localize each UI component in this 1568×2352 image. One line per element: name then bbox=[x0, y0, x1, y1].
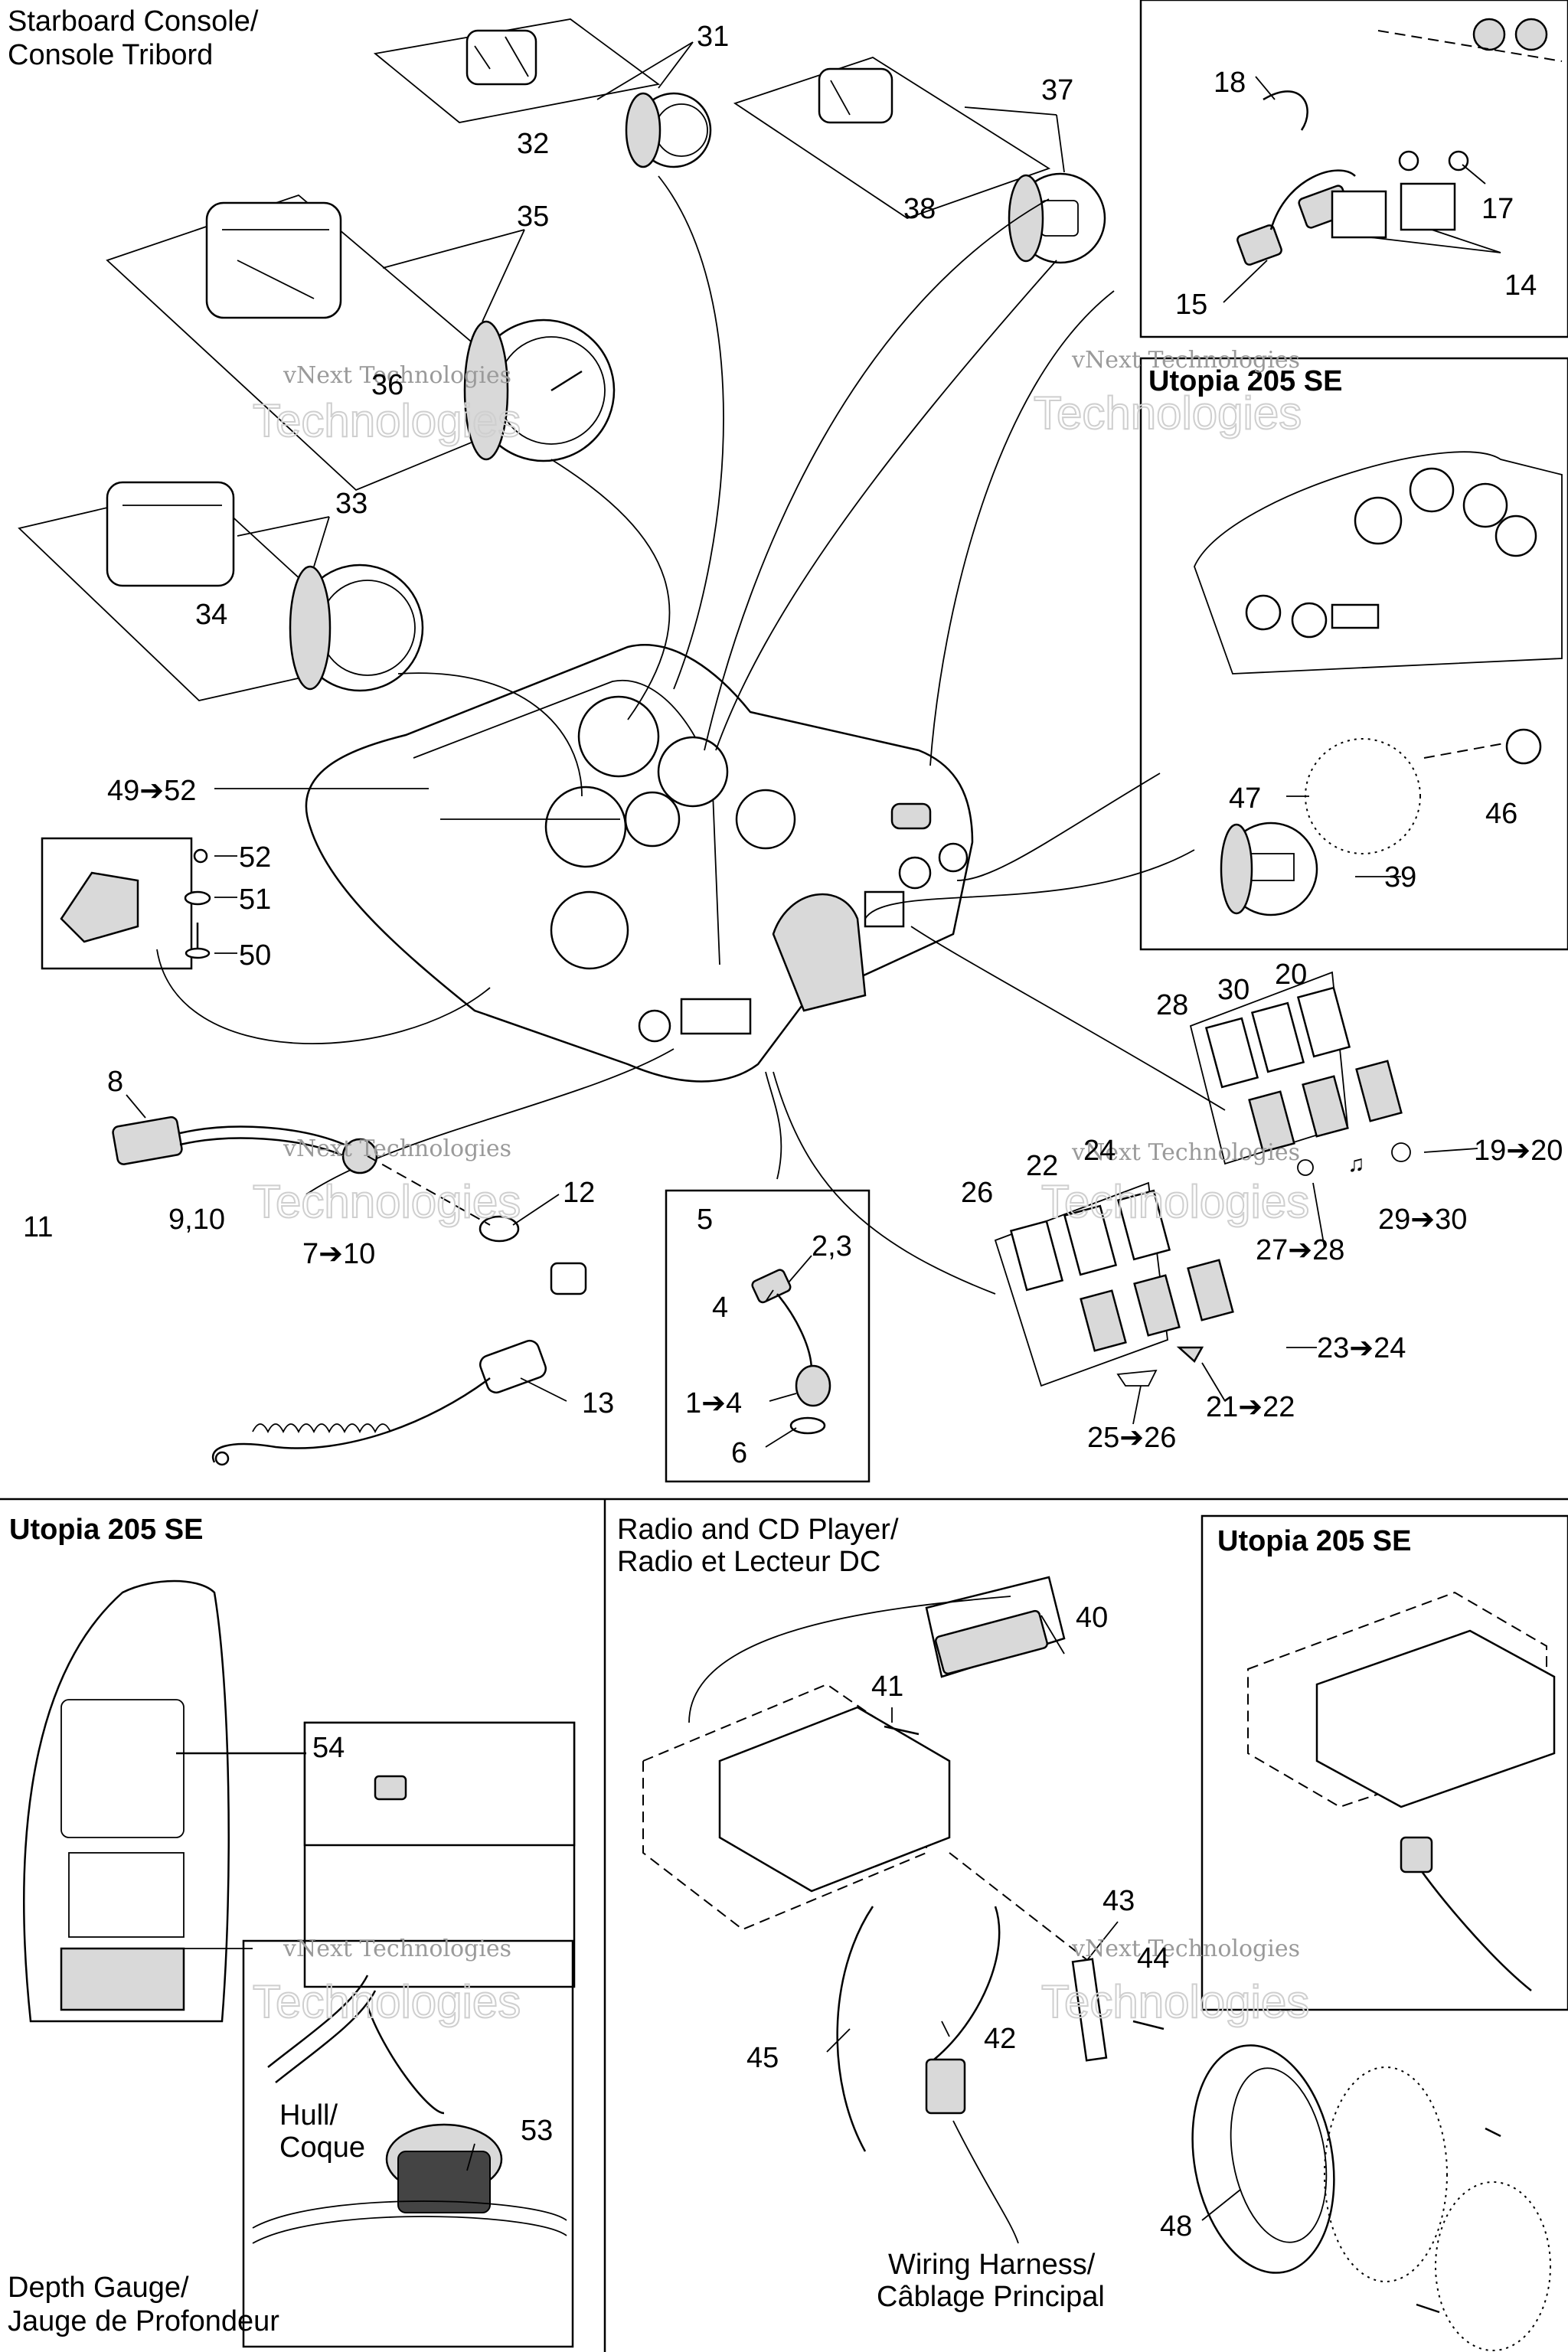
radio-title-2: Radio et Lecteur DC bbox=[617, 1546, 880, 1578]
callout-40: 40 bbox=[1076, 1602, 1108, 1634]
callout-51: 51 bbox=[239, 884, 271, 916]
gauge-group-33 bbox=[18, 481, 424, 701]
callout-30: 30 bbox=[1217, 974, 1250, 1006]
callout-19-20: 19➔20 bbox=[1474, 1135, 1563, 1167]
fastener-box bbox=[41, 837, 211, 970]
callout-38: 38 bbox=[903, 193, 936, 225]
lanyard-switch bbox=[112, 1116, 587, 1466]
callout-20: 20 bbox=[1275, 959, 1307, 991]
starboard-console-title-1: Starboard Console/ bbox=[8, 5, 259, 38]
utopia-radio-parts bbox=[1247, 1591, 1556, 1991]
watermark-text: Technologies bbox=[253, 1176, 521, 1227]
watermark-text: vNext Technologies bbox=[1071, 347, 1300, 374]
watermark-text: Technologies bbox=[253, 1976, 521, 2027]
radio-title-1: Radio and CD Player/ bbox=[617, 1514, 899, 1546]
callout-21-22: 21➔22 bbox=[1206, 1391, 1295, 1423]
wiring-harness-label-1: Wiring Harness/ bbox=[888, 2249, 1096, 2281]
speaker bbox=[1191, 2044, 1551, 2351]
callout-1-4: 1➔4 bbox=[685, 1387, 742, 1419]
buzzer-assembly bbox=[751, 1269, 831, 1435]
hull-label-2: Coque bbox=[279, 2132, 365, 2164]
callout-33: 33 bbox=[335, 488, 368, 520]
callout-42: 42 bbox=[984, 2023, 1016, 2055]
starboard-console-title-2: Console Tribord bbox=[8, 39, 213, 71]
callout-13: 13 bbox=[582, 1387, 614, 1419]
callout-32: 32 bbox=[517, 128, 549, 160]
callout-49-52: 49➔52 bbox=[107, 775, 196, 807]
watermark-text: vNext Technologies bbox=[283, 362, 511, 389]
routing-lines bbox=[156, 175, 1226, 1295]
callout-23-24: 23➔24 bbox=[1317, 1332, 1406, 1364]
watermark-text: vNext Technologies bbox=[1071, 1936, 1300, 1962]
callout-34: 34 bbox=[195, 599, 227, 631]
depth-gauge-title-2: Jauge de Profondeur bbox=[8, 2305, 279, 2337]
watermarks: vNext Technologies Technologies vNext Te… bbox=[252, 347, 1310, 2028]
watermark-text: Technologies bbox=[253, 395, 521, 446]
callout-35: 35 bbox=[517, 201, 549, 233]
callout-17: 17 bbox=[1481, 193, 1514, 225]
wiring-harness-label-2: Câblage Principal bbox=[877, 2281, 1105, 2313]
callout-6: 6 bbox=[731, 1437, 747, 1469]
callout-15: 15 bbox=[1175, 289, 1207, 321]
depth-gauge-title-1: Depth Gauge/ bbox=[8, 2272, 189, 2304]
callout-39: 39 bbox=[1384, 861, 1416, 893]
callout-14: 14 bbox=[1504, 270, 1537, 302]
callout-4: 4 bbox=[712, 1292, 728, 1324]
leader-lines bbox=[126, 41, 1501, 2221]
callout-54: 54 bbox=[312, 1732, 345, 1764]
callout-7-10: 7➔10 bbox=[302, 1238, 375, 1270]
hull-label-1: Hull/ bbox=[279, 2099, 338, 2132]
callout-47: 47 bbox=[1229, 782, 1261, 815]
callout-11: 11 bbox=[23, 1211, 53, 1243]
section-titles: Starboard Console/ Console Tribord Utopi… bbox=[8, 5, 1411, 2337]
callout-22: 22 bbox=[1026, 1150, 1058, 1182]
callout-9-10: 9,10 bbox=[168, 1204, 225, 1236]
callout-8: 8 bbox=[107, 1066, 123, 1098]
watermark-text: vNext Technologies bbox=[283, 1135, 511, 1162]
callout-44: 44 bbox=[1137, 1942, 1169, 1975]
gauge-group-31 bbox=[373, 18, 712, 168]
watermark-text: Technologies bbox=[1041, 1976, 1309, 2027]
callouts: 31 32 37 38 35 36 33 34 18 17 14 15 49➔5… bbox=[23, 21, 1563, 2243]
callout-37: 37 bbox=[1041, 74, 1073, 106]
starboard-console-body bbox=[305, 644, 974, 1083]
boat-topview bbox=[23, 1579, 576, 2023]
callout-2-3: 2,3 bbox=[812, 1230, 852, 1263]
callout-46: 46 bbox=[1485, 798, 1517, 830]
utopia-top-title: Utopia 205 SE bbox=[1148, 365, 1342, 397]
depth-sensor bbox=[252, 1975, 567, 2244]
callout-27-28: 27➔28 bbox=[1256, 1234, 1344, 1266]
utopia-top-parts bbox=[1194, 18, 1563, 916]
switch-panels: ♫ bbox=[994, 971, 1411, 1387]
callout-12: 12 bbox=[563, 1177, 595, 1209]
callout-18: 18 bbox=[1214, 67, 1246, 99]
callout-43: 43 bbox=[1102, 1885, 1135, 1917]
callout-25-26: 25➔26 bbox=[1087, 1422, 1176, 1454]
watermark-text: vNext Technologies bbox=[1071, 1139, 1300, 1166]
callout-52: 52 bbox=[239, 841, 271, 874]
callout-29-30: 29➔30 bbox=[1378, 1204, 1467, 1236]
callout-36: 36 bbox=[371, 369, 403, 401]
watermark-text: Technologies bbox=[1034, 387, 1302, 439]
callout-50: 50 bbox=[239, 939, 271, 972]
radio-parts bbox=[642, 1576, 1165, 2244]
callout-45: 45 bbox=[746, 2042, 779, 2074]
callout-31: 31 bbox=[697, 21, 729, 53]
callout-24: 24 bbox=[1083, 1135, 1116, 1167]
utopia-depth-title: Utopia 205 SE bbox=[9, 1514, 203, 1546]
watermark-text: vNext Technologies bbox=[283, 1936, 511, 1962]
gauge-group-35 bbox=[106, 194, 616, 492]
gauge-group-37 bbox=[733, 57, 1106, 264]
callout-53: 53 bbox=[521, 2115, 553, 2147]
callout-48: 48 bbox=[1160, 2210, 1192, 2243]
callout-28: 28 bbox=[1156, 989, 1188, 1021]
watermark-text: Technologies bbox=[1041, 1176, 1309, 1227]
callout-26: 26 bbox=[961, 1177, 993, 1209]
callout-41: 41 bbox=[871, 1671, 903, 1703]
utopia-radio-title: Utopia 205 SE bbox=[1217, 1525, 1411, 1557]
svg-text:♫: ♫ bbox=[1348, 1152, 1365, 1177]
callout-5: 5 bbox=[697, 1204, 713, 1236]
